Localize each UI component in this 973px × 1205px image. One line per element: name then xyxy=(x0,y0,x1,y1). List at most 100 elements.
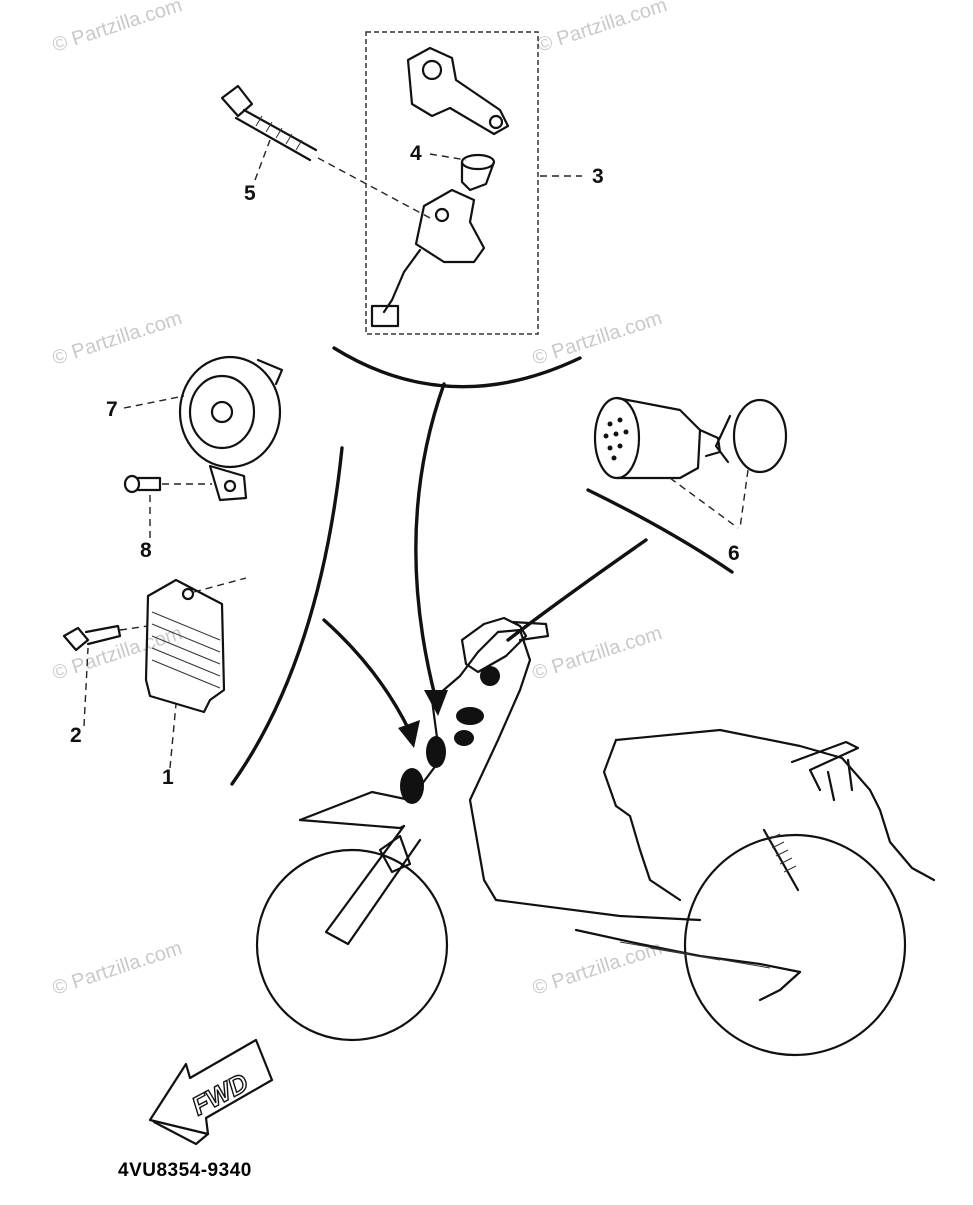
callout-7: 7 xyxy=(106,398,118,421)
switch-wire xyxy=(382,248,422,314)
watermark-4: © Partzilla.com xyxy=(530,307,665,370)
fwd-arrow-shape xyxy=(148,1038,274,1136)
watermark-2: © Partzilla.com xyxy=(535,0,670,57)
regulator-body xyxy=(144,578,226,714)
fork-clamp xyxy=(378,834,412,874)
bolt-2-leader xyxy=(119,625,149,631)
headlight xyxy=(460,616,528,674)
main-switch-assembly xyxy=(365,31,539,335)
switch-mount-hole xyxy=(434,207,450,223)
bolt-5-thread xyxy=(255,115,303,151)
panel-hole-3 xyxy=(426,736,446,768)
flasher-face xyxy=(593,396,641,480)
rear-rack xyxy=(790,740,860,792)
regulator-mount-hole xyxy=(181,587,195,601)
bolt-5-leader xyxy=(317,157,431,219)
scooter-outline xyxy=(255,616,936,1057)
switch-cover-hole xyxy=(421,59,443,81)
bolt-2 xyxy=(62,624,149,652)
panel-hole-4 xyxy=(400,768,424,804)
flasher-terminal xyxy=(698,428,722,458)
rear-wheel xyxy=(683,833,907,1057)
callout-numbers: 1 2 3 4 5 6 7 8 xyxy=(70,142,740,789)
callout-8: 8 xyxy=(140,539,152,562)
legshield xyxy=(298,628,702,922)
assembly-box xyxy=(365,31,539,335)
arrow-line-main-switch xyxy=(414,382,446,702)
watermark-3: © Partzilla.com xyxy=(50,307,185,370)
arc-main-switch xyxy=(332,346,582,389)
screw-8-shank xyxy=(136,476,162,492)
horn-inner xyxy=(188,374,256,450)
front-fork xyxy=(324,824,422,946)
flasher-dots xyxy=(603,417,629,461)
engine-hatch xyxy=(619,941,771,969)
fwd-arrow-depth xyxy=(152,1120,210,1146)
fwd-arrow: FWD xyxy=(148,1038,274,1146)
horn-terminal xyxy=(256,358,284,386)
watermark-7: © Partzilla.com xyxy=(50,937,185,1000)
horn-bracket-hole xyxy=(223,479,237,493)
horn-outer xyxy=(178,355,282,469)
callout-6: 6 xyxy=(728,542,740,565)
flasher-band xyxy=(732,398,788,474)
watermark-6: © Partzilla.com xyxy=(530,622,665,685)
callout-1: 1 xyxy=(162,766,174,789)
panel-hole-2 xyxy=(454,730,474,746)
bolt-5-head xyxy=(220,84,254,118)
panel-hole-1 xyxy=(456,707,484,725)
horn-7 xyxy=(178,355,284,502)
flasher-band-clip xyxy=(714,414,732,464)
rear-body-front xyxy=(602,738,682,902)
flasher-leaders xyxy=(669,469,749,529)
arrow-line-regulator xyxy=(322,618,412,734)
callout-4: 4 xyxy=(410,142,422,165)
dash-grommet xyxy=(480,666,500,686)
leader-2 xyxy=(83,647,89,727)
callout-3: 3 xyxy=(592,165,604,188)
switch-body xyxy=(414,188,486,264)
screw-8-head xyxy=(123,474,141,494)
bolt-5-shank xyxy=(234,108,318,162)
arc-regulator xyxy=(230,446,344,786)
rear-exhaust xyxy=(758,970,802,1002)
handlebar xyxy=(510,620,550,642)
watermark-1: © Partzilla.com xyxy=(50,0,185,57)
leader-7 xyxy=(123,395,185,409)
horn-center xyxy=(210,400,234,424)
rear-rack-legs xyxy=(826,758,854,802)
callout-5: 5 xyxy=(244,182,256,205)
leader-5 xyxy=(254,139,271,181)
rear-shock-spring xyxy=(767,833,797,873)
front-fender xyxy=(298,818,406,830)
arc-flasher xyxy=(586,488,734,574)
location-indicators xyxy=(230,346,734,786)
front-wheel xyxy=(255,848,449,1042)
diagram-code: 4VU8354-9340 xyxy=(118,1160,252,1181)
bolt-2-shank xyxy=(84,624,122,646)
bolt-5 xyxy=(220,84,431,219)
leader-1 xyxy=(169,703,177,769)
leader-4 xyxy=(429,153,467,161)
callout-leaders xyxy=(83,139,582,769)
arrow-head-main-switch xyxy=(424,690,448,716)
key-cylinder-top xyxy=(460,153,496,171)
switch-cover-end xyxy=(488,114,504,130)
regulator-leader xyxy=(193,577,247,593)
regulator-fins xyxy=(151,611,221,689)
flasher-6 xyxy=(593,396,788,529)
screw-8 xyxy=(123,474,212,494)
switch-connector xyxy=(370,304,400,328)
rear-shock xyxy=(762,828,800,892)
bolt-2-head xyxy=(62,626,90,652)
rear-body-top xyxy=(614,728,936,882)
switch-cover xyxy=(406,46,510,136)
arrow-head-regulator xyxy=(398,720,420,748)
arrow-line-flasher xyxy=(506,538,648,642)
horn-bracket xyxy=(208,464,248,502)
key-cylinder-body xyxy=(460,160,496,192)
regulator-1 xyxy=(144,577,247,714)
callout-2: 2 xyxy=(70,724,82,747)
